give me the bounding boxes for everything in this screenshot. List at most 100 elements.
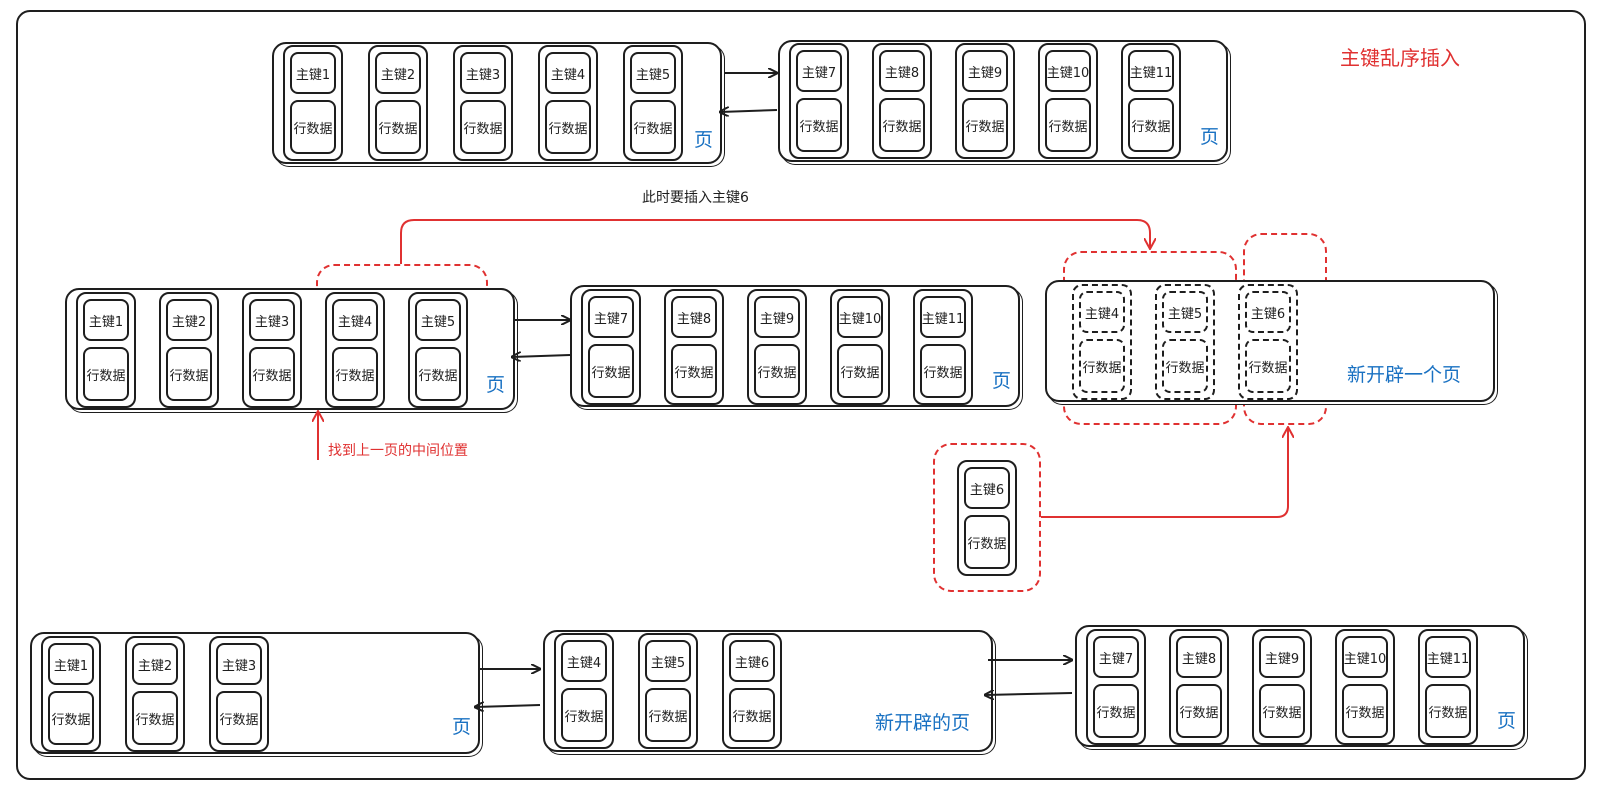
row-data-cell: 行数据 (545, 100, 591, 154)
page-label: 页 (1497, 710, 1517, 732)
primary-key-cell: 主键1 (83, 299, 129, 341)
find-middle-note: 找到上一页的中间位置 (328, 443, 468, 459)
page-label: 页 (694, 129, 714, 151)
primary-key-cell: 主键5 (645, 640, 691, 682)
primary-key-cell: 主键5 (415, 299, 461, 341)
row-data-cell: 行数据 (460, 100, 506, 154)
row-data-cell: 行数据 (1162, 339, 1208, 393)
prev-page-arrow (985, 693, 1073, 695)
primary-key-cell: 主键2 (166, 299, 212, 341)
record: 主键10 行数据 (830, 289, 890, 405)
row-data-cell: 行数据 (1245, 339, 1291, 393)
row-data-cell: 行数据 (290, 100, 336, 154)
primary-key-cell: 主键11 (1425, 636, 1471, 678)
primary-key-cell: 主键4 (1079, 291, 1125, 333)
row-data-cell: 行数据 (645, 688, 691, 742)
primary-key-cell: 主键5 (1162, 291, 1208, 333)
primary-key-cell: 主键6 (964, 467, 1010, 509)
record: 主键9 行数据 (955, 43, 1015, 159)
primary-key-cell: 主键7 (1093, 636, 1139, 678)
primary-key-cell: 主键11 (920, 296, 966, 338)
record: 主键11 行数据 (913, 289, 973, 405)
primary-key-cell: 主键4 (561, 640, 607, 682)
record: 主键11 行数据 (1121, 43, 1181, 159)
row-data-cell: 行数据 (375, 100, 421, 154)
record: 主键2 行数据 (368, 45, 428, 161)
primary-key-cell: 主键4 (332, 299, 378, 341)
row-data-cell: 行数据 (561, 688, 607, 742)
primary-key-cell: 主键4 (545, 52, 591, 94)
record: 主键1 行数据 (283, 45, 343, 161)
record: 主键4 行数据 (554, 633, 614, 749)
row-data-cell: 行数据 (48, 691, 94, 745)
row-data-cell: 行数据 (1093, 684, 1139, 738)
record: 主键4 行数据 (538, 45, 598, 161)
prev-page-arrow (720, 110, 778, 112)
page-label: 页 (992, 370, 1012, 392)
primary-key-cell: 主键2 (375, 52, 421, 94)
record: 主键8 行数据 (1169, 629, 1229, 745)
record: 主键1 行数据 (76, 292, 136, 408)
record: 主键8 行数据 (664, 289, 724, 405)
record: 主键7 行数据 (1086, 629, 1146, 745)
primary-key-cell: 主键10 (1045, 50, 1091, 92)
row-data-cell: 行数据 (796, 98, 842, 152)
page-label: 新开辟的页 (875, 712, 971, 734)
insert-key6-arrow (1041, 428, 1288, 518)
record: 主键6 行数据 (957, 460, 1017, 576)
record: 主键10 行数据 (1038, 43, 1098, 159)
primary-key-cell: 主键11 (1128, 50, 1174, 92)
row-data-cell: 行数据 (671, 344, 717, 398)
row-data-cell: 行数据 (588, 344, 634, 398)
row-data-cell: 行数据 (249, 347, 295, 401)
row-data-cell: 行数据 (132, 691, 178, 745)
record: 主键2 行数据 (125, 636, 185, 752)
row-data-cell: 行数据 (415, 347, 461, 401)
row-data-cell: 行数据 (1176, 684, 1222, 738)
primary-key-cell: 主键8 (879, 50, 925, 92)
move-records-arrow (400, 219, 1150, 264)
row-data-cell: 行数据 (1045, 98, 1091, 152)
primary-key-cell: 主键8 (1176, 636, 1222, 678)
row-data-cell: 行数据 (962, 98, 1008, 152)
row-data-cell: 行数据 (83, 347, 129, 401)
primary-key-cell: 主键6 (1245, 291, 1291, 333)
primary-key-cell: 主键10 (837, 296, 883, 338)
record: 主键4 行数据 (1072, 284, 1132, 400)
primary-key-cell: 主键9 (962, 50, 1008, 92)
page-label: 页 (1200, 126, 1220, 148)
row-data-cell: 行数据 (729, 688, 775, 742)
page-label: 页 (486, 374, 506, 396)
diagram-frame (16, 10, 1586, 780)
primary-key-cell: 主键9 (754, 296, 800, 338)
row-data-cell: 行数据 (964, 515, 1010, 569)
row-data-cell: 行数据 (1128, 98, 1174, 152)
row-data-cell: 行数据 (216, 691, 262, 745)
primary-key-cell: 主键8 (671, 296, 717, 338)
primary-key-cell: 主键1 (290, 52, 336, 94)
insert-key6-note: 此时要插入主键6 (642, 190, 749, 206)
primary-key-cell: 主键2 (132, 643, 178, 685)
row-data-cell: 行数据 (1079, 339, 1125, 393)
row-data-cell: 行数据 (837, 344, 883, 398)
page-label: 页 (452, 716, 472, 738)
record: 主键6 行数据 (1238, 284, 1298, 400)
row-data-cell: 行数据 (920, 344, 966, 398)
row-data-cell: 行数据 (166, 347, 212, 401)
record: 主键5 行数据 (1155, 284, 1215, 400)
row-data-cell: 行数据 (1259, 684, 1305, 738)
